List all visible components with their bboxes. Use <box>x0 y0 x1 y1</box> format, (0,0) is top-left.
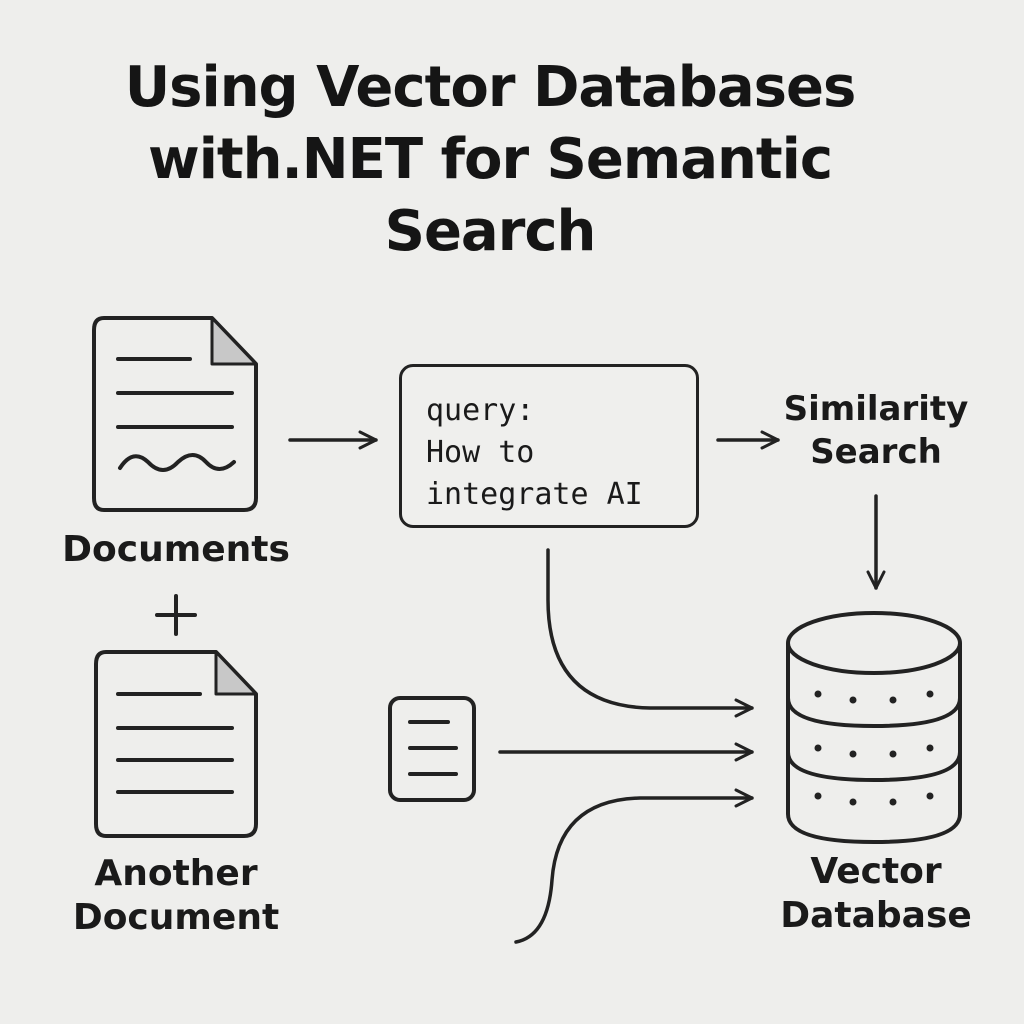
vector-database-line-2: Database <box>780 895 972 936</box>
title-line-3: Search <box>384 199 597 264</box>
note-icon <box>388 696 476 802</box>
another-document-label-line-1: Another <box>94 853 258 894</box>
plus-sign <box>155 594 197 636</box>
another-document-label: Another Document <box>56 852 296 940</box>
another-document-icon <box>94 650 258 838</box>
another-document-label-line-2: Document <box>72 897 280 938</box>
documents-label-text: Documents <box>62 529 290 570</box>
similarity-search-label: Similarity Search <box>764 388 988 474</box>
page-title: Using Vector Databases with.NET for Sema… <box>40 52 940 268</box>
similarity-search-line-2: Search <box>810 432 942 472</box>
query-keyword: query: <box>426 393 535 428</box>
database-icon <box>786 611 962 844</box>
vector-database-line-1: Vector <box>810 851 942 892</box>
query-box: query: How to integrate AI <box>399 364 699 528</box>
query-text-line-1: How to <box>426 435 535 470</box>
title-line-1: Using Vector Databases <box>124 55 857 120</box>
title-line-2: with.NET for Semantic <box>147 127 833 192</box>
vector-database-label: Vector Database <box>764 850 988 938</box>
query-text-line-2: integrate AI <box>426 477 643 512</box>
arrow-bottom-to-database <box>514 788 754 944</box>
arrow-query-to-database <box>546 548 754 718</box>
similarity-search-line-1: Similarity <box>783 389 969 429</box>
documents-icon <box>92 316 258 512</box>
documents-label: Documents <box>56 528 296 572</box>
